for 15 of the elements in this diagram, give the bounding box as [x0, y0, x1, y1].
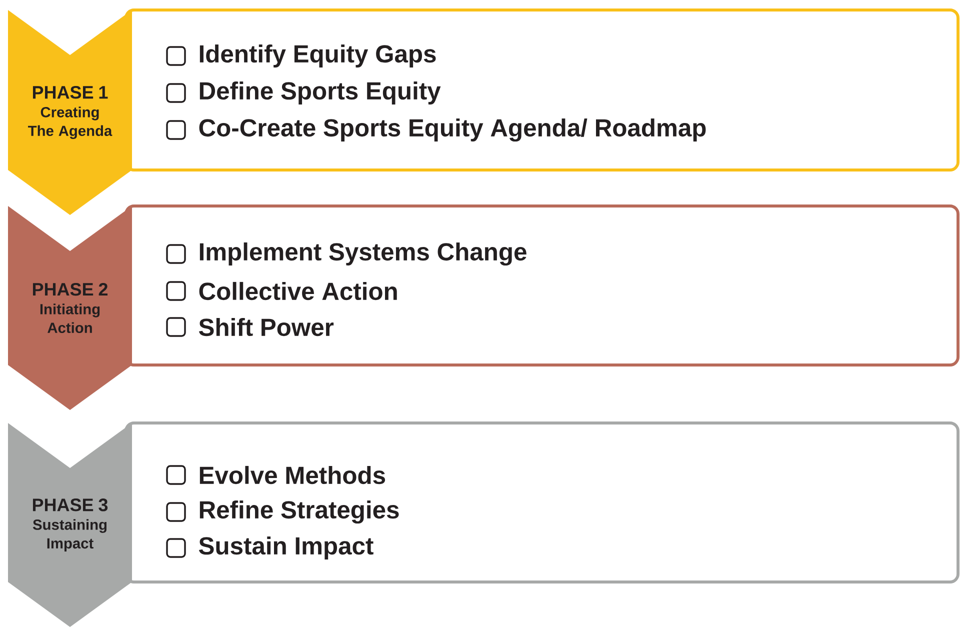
phase-box: PHASE 1 Creating The Agenda [8, 10, 132, 215]
task-text: Collective Action [199, 282, 397, 300]
task-text: Implement Systems Change [200, 242, 526, 266]
task-text: Define Sports Equity [200, 82, 441, 104]
task-box [124, 8, 960, 172]
task-text: Shift Power [198, 318, 334, 336]
task-text: Co-Create Sports Equity Agenda/ Roadmap [199, 118, 706, 142]
task-text: Refine Strategies [200, 500, 399, 524]
task-text: Evolve Methods [200, 466, 386, 484]
task-text: Identify Equity Gaps [200, 44, 436, 68]
task-text: Sustain Impact [198, 536, 374, 560]
phase-box: PHASE 2 Initiating Action [8, 206, 132, 410]
task-box [124, 204, 960, 366]
phase-box: PHASE 3 Sustaining Impact [8, 423, 132, 627]
task-box [124, 422, 960, 584]
